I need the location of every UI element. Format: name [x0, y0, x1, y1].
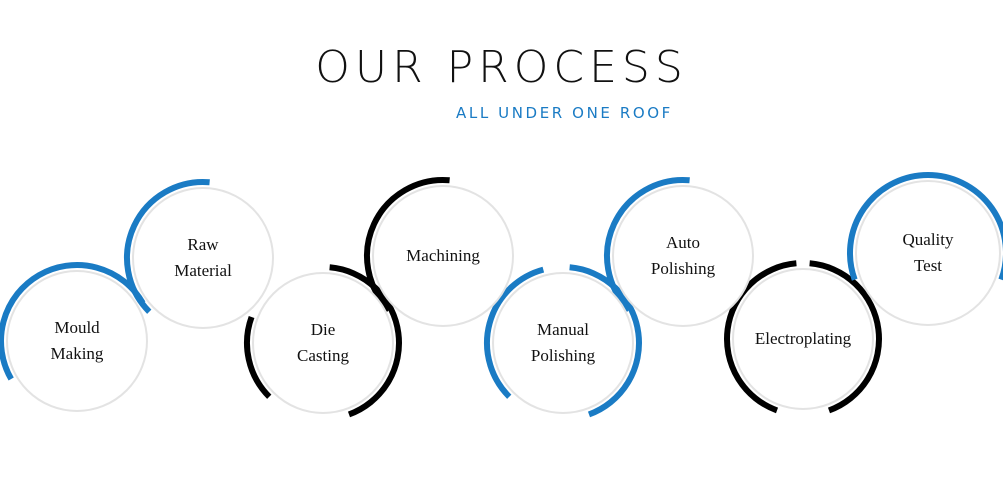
step-arc-auto-polishing	[604, 177, 690, 312]
step-arc-quality-test	[847, 172, 1003, 281]
step-arc-raw-material	[124, 179, 210, 314]
step-label-line: Quality	[902, 230, 954, 249]
step-arc-electroplating-2	[724, 260, 797, 414]
step-circle-mould-making	[6, 270, 148, 412]
step-arc-machining	[364, 177, 450, 312]
step-label-line: Polishing	[530, 346, 596, 365]
step-label-line: Machining	[406, 246, 480, 265]
step-circle-auto-polishing	[612, 185, 754, 327]
process-arcs	[0, 172, 1003, 418]
step-arc-manual-polishing-2	[484, 266, 545, 399]
page-title: OUR PROCESS	[315, 42, 688, 93]
process-circles	[6, 180, 1001, 414]
page-subtitle: ALL UNDER ONE ROOF	[456, 104, 673, 122]
step-arc-manual-polishing-1	[569, 264, 642, 418]
step-label-line: Electroplating	[754, 329, 852, 348]
step-arc-mould-making	[0, 262, 146, 381]
step-arc-die-casting-1	[329, 264, 402, 418]
step-circle-quality-test	[855, 180, 1001, 326]
step-label-line: Auto	[666, 233, 700, 252]
step-circle-raw-material	[132, 187, 274, 329]
step-circle-machining	[372, 185, 514, 327]
step-label-line: Making	[50, 344, 104, 363]
step-circle-manual-polishing	[492, 272, 634, 414]
step-label-line: Die	[310, 320, 336, 339]
step-label-line: Casting	[297, 346, 349, 365]
step-label-line: Mould	[54, 318, 100, 337]
step-label-line: Manual	[537, 320, 589, 339]
step-circle-electroplating	[732, 268, 874, 410]
step-arc-electroplating-1	[809, 260, 882, 414]
step-label-electroplating: Electroplating	[733, 326, 873, 352]
step-label-line: Polishing	[650, 259, 716, 278]
step-label-line: Raw	[187, 235, 219, 254]
step-label-line: Test	[913, 256, 943, 275]
step-label-machining: Machining	[373, 243, 513, 269]
step-label-line: Material	[174, 261, 232, 280]
step-circle-die-casting	[252, 272, 394, 414]
step-arc-die-casting-2	[244, 315, 272, 399]
